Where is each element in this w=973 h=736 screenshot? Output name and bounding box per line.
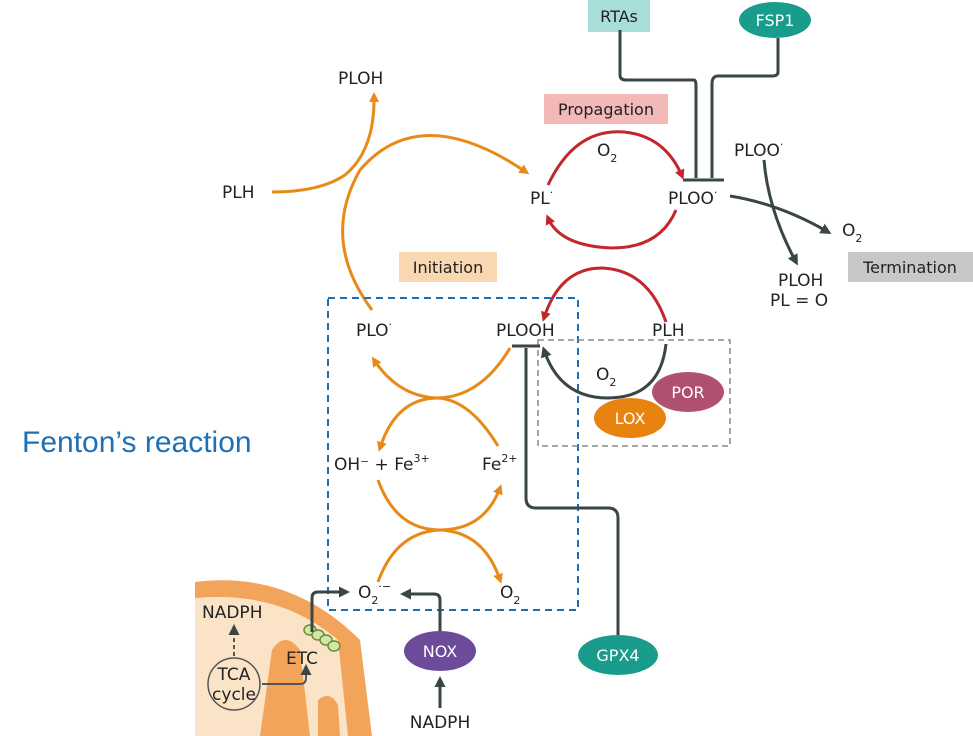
ploo-radical-center-label: PLOO· xyxy=(668,186,717,209)
ploh-termination-label: PLOH xyxy=(778,271,823,291)
nadph-mito-label: NADPH xyxy=(202,603,262,623)
termination-box xyxy=(848,252,973,282)
ploh-output-arrow xyxy=(344,92,380,177)
pl-radical-label: PL· xyxy=(530,186,553,209)
initiation-box xyxy=(399,252,497,282)
etc-label: ETC xyxy=(286,649,318,669)
superoxide-to-o2-arrow xyxy=(376,528,503,584)
plh-to-plooh-arrow xyxy=(541,266,668,323)
plo-radical-label: PLO· xyxy=(356,318,392,341)
fe2-to-fe3-arrow xyxy=(377,396,500,452)
fenton-dashed-box xyxy=(327,297,579,611)
por-label: POR xyxy=(671,383,704,402)
plooh-label: PLOOH xyxy=(496,321,555,341)
fsp1-pill xyxy=(739,2,811,38)
pl-to-ploo-arrow xyxy=(546,130,685,186)
nox-pill xyxy=(404,631,476,671)
lox-label: LOX xyxy=(615,409,646,428)
superoxide-label: O2·− xyxy=(358,580,391,607)
ploo-radical-right-label: PLOO· xyxy=(734,138,783,161)
plh-left-label: PLH xyxy=(222,183,255,203)
tca-line2-label: cycle xyxy=(212,685,256,705)
etc-complexes xyxy=(303,624,341,652)
gpx4-inhibition-line xyxy=(524,348,620,636)
o2-enzyme-label: O2 xyxy=(596,365,616,389)
oh-fe3-label: OH⁻ + Fe3+ xyxy=(334,452,430,475)
nadph-bottom-label: NADPH xyxy=(410,713,470,733)
tca-to-etc-arrow xyxy=(262,664,312,685)
fsp1-label: FSP1 xyxy=(756,11,795,30)
propagation-box xyxy=(544,94,668,124)
pl-eq-o-label: PL = O xyxy=(770,291,828,311)
plo-to-pl-arrow xyxy=(341,134,530,311)
por-pill xyxy=(652,372,724,412)
ploo-to-o2-arrow xyxy=(729,194,832,235)
fe2-label: Fe2+ xyxy=(482,452,518,475)
enzymatic-plh-to-plooh-arrow xyxy=(540,343,668,400)
ploo-to-pl-arrow xyxy=(545,209,678,250)
o2-bottom-label: O2 xyxy=(500,583,520,607)
fsp1-inhibition-line xyxy=(710,38,780,178)
plooh-to-plo-arrow xyxy=(371,347,512,400)
nox-to-superoxide-arrow xyxy=(400,588,442,632)
termination-label: Termination xyxy=(862,258,957,277)
rtas-label: RTAs xyxy=(600,7,638,26)
lox-pill xyxy=(594,398,666,438)
plh-input-arrow xyxy=(271,173,346,194)
plh-right-label: PLH xyxy=(652,321,685,341)
rtas-inhibition-line xyxy=(618,30,698,178)
tca-cycle-circle xyxy=(207,657,261,711)
initiation-label: Initiation xyxy=(413,258,483,277)
nox-label: NOX xyxy=(423,642,458,661)
tca-line1-label: TCA xyxy=(217,665,251,685)
propagation-label: Propagation xyxy=(558,100,654,119)
ploo-to-ploh-arrow xyxy=(762,159,798,266)
rtas-box xyxy=(588,0,650,32)
ploh-top-label: PLOH xyxy=(338,69,383,89)
o2-propagation-label: O2 xyxy=(597,141,617,165)
gpx4-pill xyxy=(578,635,658,675)
fentons-reaction-label: Fenton’s reaction xyxy=(22,426,252,459)
o2-termination-label: O2 xyxy=(842,221,862,245)
etc-to-superoxide-arrow xyxy=(310,586,350,632)
fe3-to-fe2-arrow xyxy=(376,479,503,532)
enzyme-dashed-box xyxy=(537,339,731,447)
gpx4-label: GPX4 xyxy=(596,646,639,665)
